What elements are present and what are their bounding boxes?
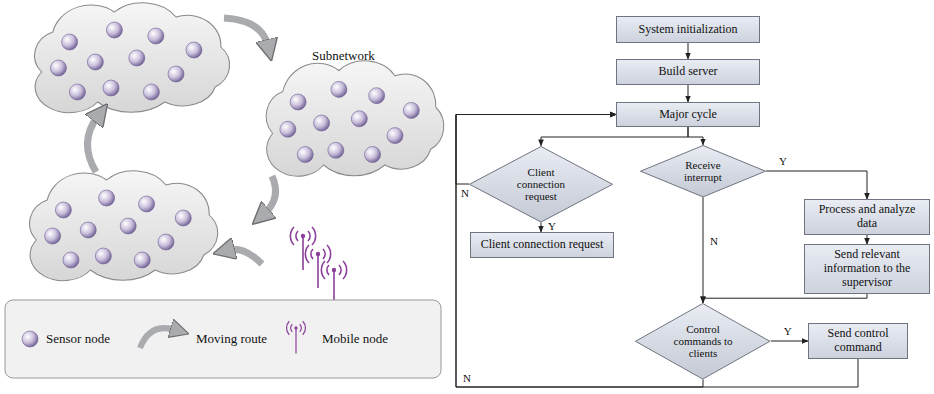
sensor-node — [80, 222, 96, 238]
sensor-node — [331, 81, 347, 97]
flow-connector — [541, 222, 542, 232]
sensor-node — [403, 102, 419, 118]
process-box: Process and analyze data — [804, 199, 930, 235]
legend-text: Sensor node — [46, 331, 110, 347]
edge-label: Y — [547, 220, 557, 232]
legend-text: Mobile node — [322, 331, 388, 347]
sensor-node — [365, 147, 381, 163]
flow-connector — [541, 127, 688, 146]
sensor-node — [103, 80, 119, 96]
legend-route-sample — [140, 328, 176, 348]
sensor-node — [328, 142, 344, 158]
process-box: Build server — [616, 59, 760, 85]
sensor-node — [139, 196, 155, 212]
region-label: Subnetwork — [312, 48, 375, 64]
sensor-node — [134, 252, 150, 268]
subnetwork-cloud — [266, 61, 444, 176]
sensor-node — [290, 94, 306, 110]
sensor-node — [45, 228, 61, 244]
sensor-node — [314, 115, 330, 131]
node-text: Client connection request — [481, 238, 604, 252]
flow-connector — [703, 294, 867, 303]
node-text: Control commands to clients — [670, 323, 736, 359]
sensor-node — [168, 66, 184, 82]
node-text: Send control command — [814, 327, 902, 355]
sensor-node — [186, 42, 202, 58]
decision-diamond: Receive interrupt — [640, 145, 766, 197]
sensor-node — [158, 234, 174, 250]
node-text: Client connection request — [506, 166, 576, 202]
sensor-node — [62, 34, 78, 50]
process-box: System initialization — [616, 16, 760, 43]
legend-mobile-sample — [287, 321, 306, 353]
sensor-node — [55, 202, 71, 218]
edge-label: N — [462, 372, 472, 384]
flow-connector — [771, 341, 808, 342]
legend-sensor-sample — [22, 331, 38, 347]
edge-label: N — [460, 187, 470, 199]
flow-connector — [867, 235, 868, 245]
process-box: Send relevant information to the supervi… — [804, 244, 930, 293]
process-box: Client connection request — [470, 232, 614, 258]
sensor-node — [369, 88, 385, 104]
sensor-node — [50, 60, 66, 76]
node-text: Build server — [659, 65, 718, 79]
sensor-node — [175, 210, 191, 226]
sensor-node — [351, 111, 367, 127]
sensor-node — [129, 50, 145, 66]
sensor-node — [297, 147, 313, 163]
legend-panel — [5, 300, 441, 378]
flow-connector — [688, 85, 689, 102]
sensor-node — [63, 252, 79, 268]
decision-diamond: Client connection request — [469, 146, 613, 223]
node-text: Major cycle — [659, 108, 717, 122]
flow-connector — [703, 197, 704, 303]
flow-connector — [766, 171, 867, 199]
sensor-node — [280, 121, 296, 137]
sensor-node — [143, 84, 159, 100]
node-text: Process and analyze data — [810, 203, 924, 231]
decision-diamond: Control commands to clients — [635, 303, 770, 380]
edge-label: Y — [783, 325, 793, 337]
sensor-node — [387, 128, 403, 144]
subnetwork-cloud — [35, 3, 230, 113]
sensor-node — [95, 248, 111, 264]
edge-label: N — [709, 235, 719, 247]
sensor-node — [87, 54, 103, 70]
sensor-node — [99, 190, 115, 206]
sensor-node — [69, 84, 85, 100]
flow-connector — [688, 127, 703, 145]
flow-connector — [456, 115, 858, 388]
sensor-node — [148, 28, 164, 44]
moving-route — [87, 18, 275, 264]
subnetwork-cloud — [30, 171, 218, 281]
sensor-node — [120, 218, 136, 234]
process-box: Major cycle — [616, 102, 760, 127]
edge-label: Y — [778, 155, 788, 167]
node-text: System initialization — [639, 23, 738, 37]
flow-connector — [688, 43, 689, 59]
node-text: Send relevant information to the supervi… — [810, 248, 924, 289]
mobile-node — [290, 227, 346, 304]
process-box: Send control command — [808, 323, 908, 359]
sensor-node — [106, 22, 122, 38]
sensor-nodes — [45, 22, 420, 268]
node-text: Receive interrupt — [673, 159, 733, 183]
legend-text: Moving route — [196, 331, 267, 347]
